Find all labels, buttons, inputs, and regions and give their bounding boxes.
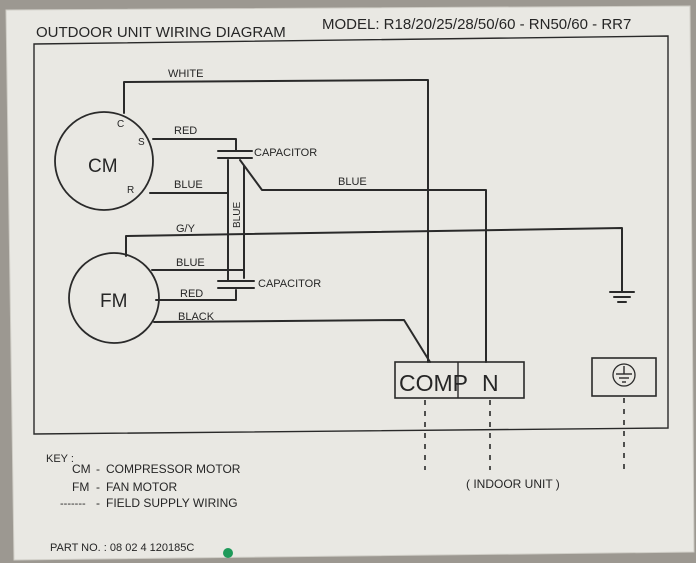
terminal-c: C xyxy=(117,119,124,130)
terminal-block xyxy=(394,361,525,399)
terminal-comp: COMP xyxy=(399,370,468,396)
wire-gy-label: G/Y xyxy=(176,223,196,235)
wire-blue-main-label: BLUE xyxy=(338,176,367,188)
earth-terminal-box xyxy=(591,357,657,397)
wire-white-label: WHITE xyxy=(168,68,203,80)
indoor-unit-label: ( INDOOR UNIT ) xyxy=(466,477,560,491)
wire-red-fm-label: RED xyxy=(180,288,203,300)
label-sheet xyxy=(5,5,695,561)
key-text-fm: FAN MOTOR xyxy=(106,480,177,494)
diagram-title: OUTDOOR UNIT WIRING DIAGRAM xyxy=(36,24,286,41)
part-number: PART NO. : 08 02 4 120185C xyxy=(50,542,194,554)
wire-red-cm-label: RED xyxy=(174,125,197,137)
key-text-field: FIELD SUPPLY WIRING xyxy=(106,496,238,510)
green-marker-dot xyxy=(223,548,233,558)
wire-blue-main xyxy=(239,159,487,363)
key-code-cm: CM xyxy=(72,462,91,476)
key-sep-cm: - xyxy=(96,462,100,476)
capacitor-upper-label: CAPACITOR xyxy=(254,147,317,159)
key-text-cm: COMPRESSOR MOTOR xyxy=(106,462,241,476)
key-sep-fm: - xyxy=(96,480,100,494)
key-code-field: ------- xyxy=(60,498,86,510)
wire-white xyxy=(123,79,429,363)
key-sep-field: - xyxy=(96,496,100,510)
terminal-r: R xyxy=(127,185,134,196)
wire-blue-cm-label: BLUE xyxy=(174,179,203,191)
terminal-n: N xyxy=(482,370,499,396)
terminal-s: S xyxy=(138,137,145,148)
compressor-label: CM xyxy=(88,156,118,177)
wire-black xyxy=(153,319,431,363)
wire-black-label: BLACK xyxy=(178,311,215,323)
earth-terminal-icon xyxy=(612,363,636,387)
diagram-frame xyxy=(33,35,669,435)
key-code-fm: FM xyxy=(72,480,89,494)
key-title: KEY : xyxy=(46,453,74,465)
fan-motor-symbol xyxy=(68,252,160,344)
wire-blue-fm xyxy=(151,269,245,279)
wire-blue-fm-label: BLUE xyxy=(176,257,205,269)
wire-blue-vertical-label: BLUE xyxy=(232,202,243,228)
wire-gy xyxy=(125,227,623,293)
wire-red-cm xyxy=(152,138,237,151)
capacitor-lower-label: CAPACITOR xyxy=(258,278,321,290)
model-number: MODEL: R18/20/25/28/50/60 - RN50/60 - RR… xyxy=(322,16,631,33)
wire-red-fm xyxy=(155,289,237,301)
compressor-motor-symbol xyxy=(54,111,154,211)
earth-symbol xyxy=(609,291,635,303)
fan-motor-label: FM xyxy=(100,291,127,312)
